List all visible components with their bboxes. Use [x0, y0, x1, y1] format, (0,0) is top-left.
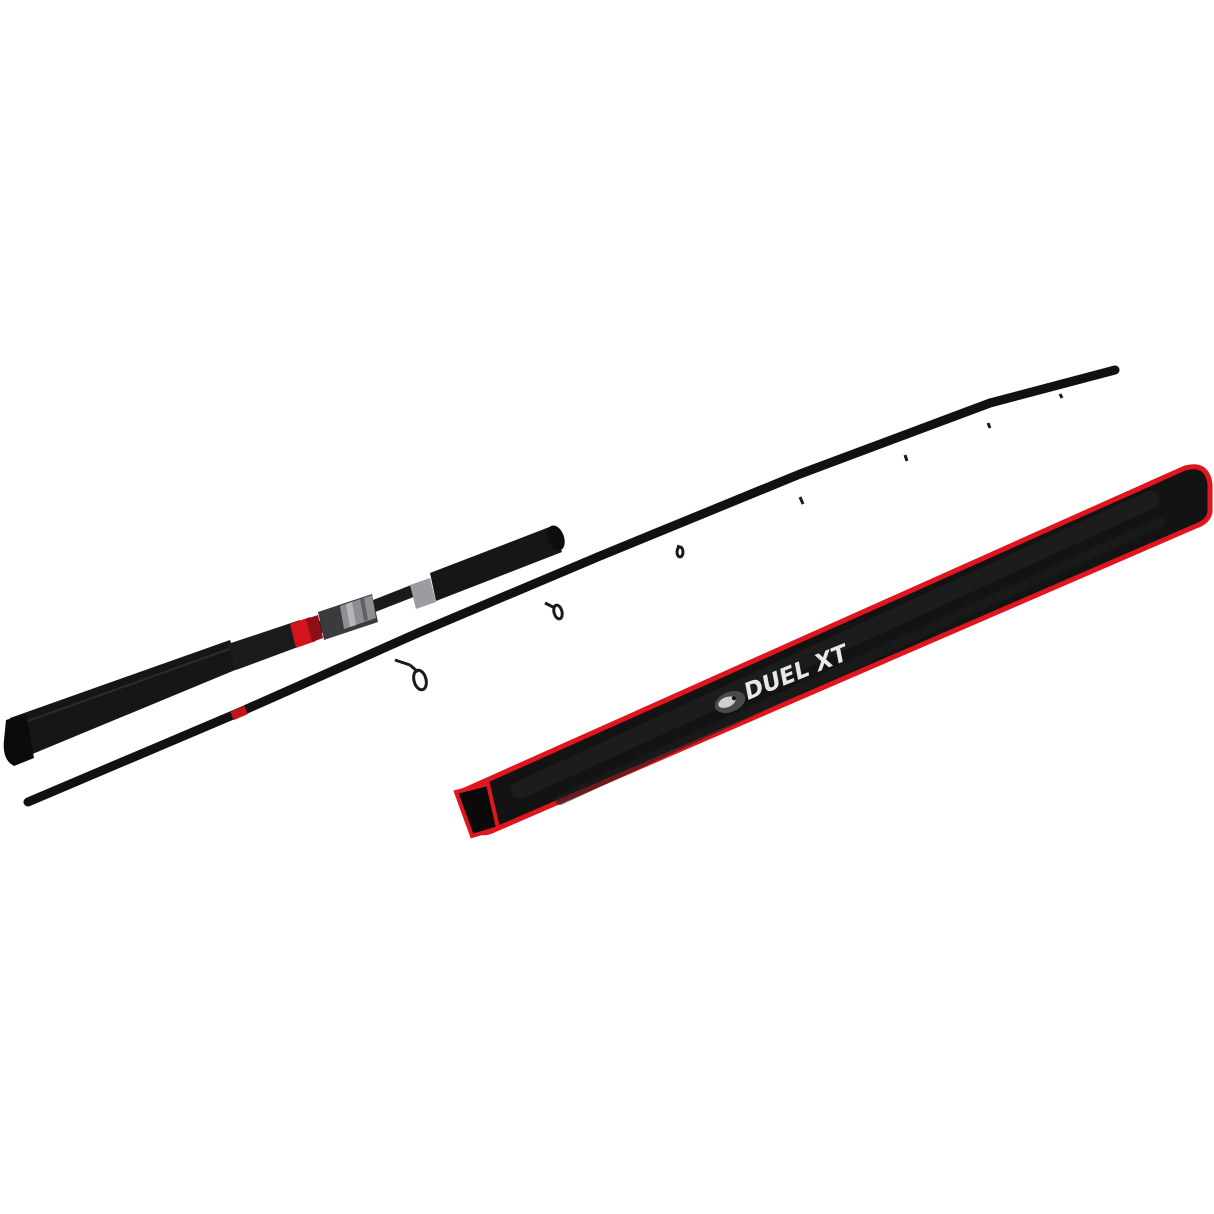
- rod-bag: DUEL XT: [453, 464, 1213, 839]
- hood-collar: [410, 578, 436, 609]
- red-trim-ring: [228, 620, 306, 670]
- rod-tip-section: [23, 365, 1120, 807]
- brand-logo-emblem: [714, 690, 746, 714]
- rear-grip: [10, 640, 240, 760]
- rod-bag-opening: [453, 781, 501, 839]
- rod-butt-section: [3, 525, 565, 766]
- fore-grip: [430, 526, 562, 601]
- butt-cap: [3, 714, 34, 766]
- line-guides: [394, 393, 1064, 692]
